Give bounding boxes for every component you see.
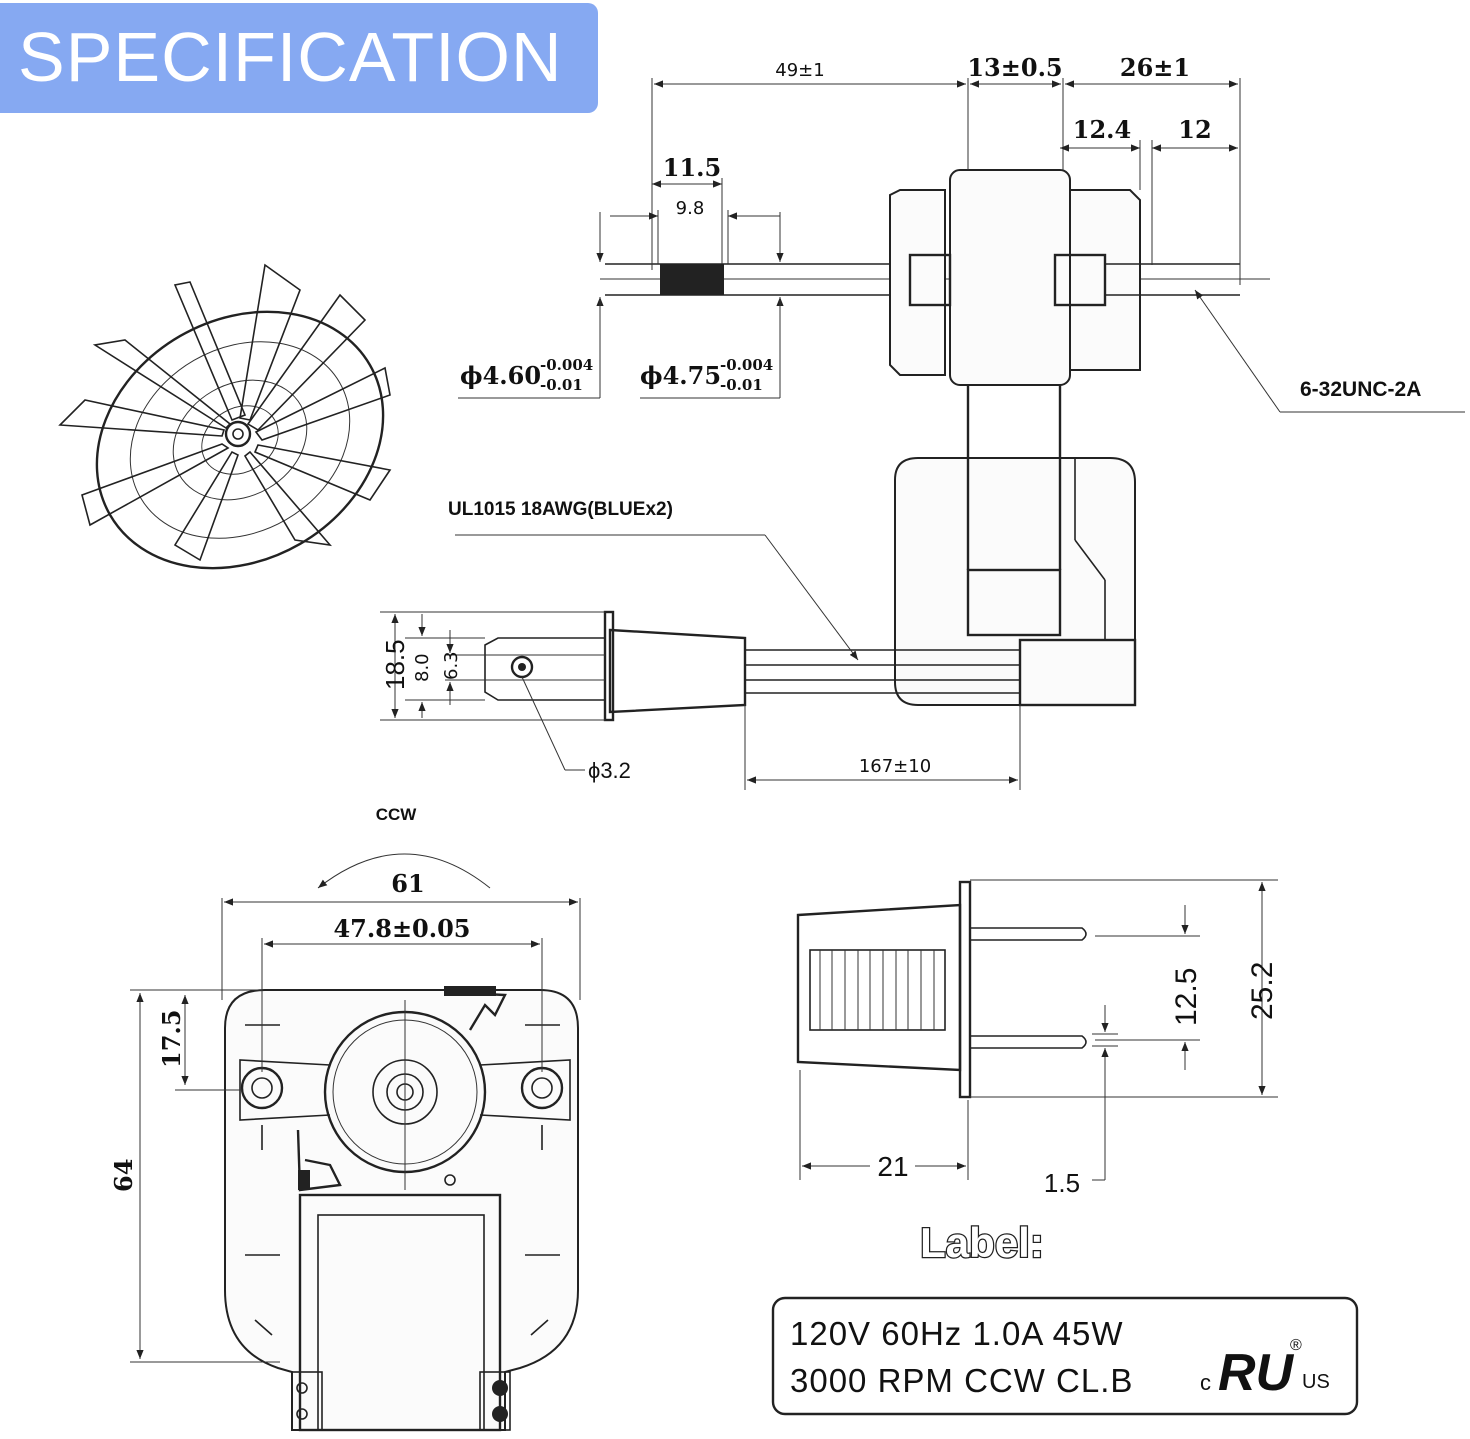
banner-title: SPECIFICATION: [18, 18, 563, 96]
shaft-diameter-b-tol-upper: -0.004: [720, 356, 773, 374]
svg-text:c: c: [1200, 1370, 1211, 1395]
plug-side-view: [796, 880, 1087, 1099]
dim-terminal-mid: 8.0: [412, 653, 433, 682]
dim-rear-boss: 12.4: [1073, 115, 1131, 144]
label-line-2: 3000 RPM CCW CL.B: [790, 1362, 1133, 1399]
dim-rear-thread: 12: [1178, 115, 1211, 144]
dim-pin-thickness: 1.5: [1044, 1168, 1080, 1198]
dim-rear: 26±1: [1120, 53, 1190, 82]
motor-front-view: [224, 853, 579, 1432]
shaft-diameter-b: ϕ4.75: [640, 361, 721, 390]
ul-recognized-mark: c RU US ®: [1200, 1337, 1330, 1402]
dim-knurl-length: 11.5: [663, 153, 721, 182]
front-view-dimensions: [130, 898, 581, 1363]
dim-front-height: 64: [109, 1159, 138, 1192]
shaft-diameter-a: ϕ4.60: [460, 361, 541, 390]
svg-text:RU: RU: [1218, 1344, 1295, 1402]
dim-hole-height: 17.5: [157, 1010, 186, 1068]
label-line-1: 120V 60Hz 1.0A 45W: [790, 1315, 1124, 1352]
dim-terminal-total: 18.5: [380, 639, 410, 690]
knurled-shaft-section: [660, 264, 724, 295]
wire-spec: UL1015 18AWG(BLUEx2): [448, 499, 673, 520]
dim-plug-height: 25.2: [1246, 962, 1279, 1020]
wire-length: 167±10: [859, 756, 931, 777]
thread-spec: 6-32UNC-2A: [1300, 378, 1421, 401]
terminal-hole-diameter: ϕ3.2: [588, 758, 631, 783]
label-box: [771, 1296, 1359, 1416]
specification-banner: SPECIFICATION: [0, 3, 598, 113]
svg-text:US: US: [1302, 1371, 1330, 1393]
motor-side-view: [484, 169, 1270, 722]
fan-blade-illustration: [58, 263, 392, 570]
shaft-diameter-a-tol-lower: -0.01: [540, 376, 583, 394]
label-heading: Label:: [920, 1219, 1044, 1266]
dim-plug-body-length: 21: [877, 1151, 908, 1182]
dim-body-width: 13±0.5: [967, 53, 1062, 82]
dim-knurl-inner: 9.8: [676, 198, 705, 219]
dim-front-width: 61: [391, 869, 424, 898]
plug-dimensions: [799, 879, 1278, 1181]
rotation-direction: CCW: [376, 805, 418, 824]
dim-hole-spacing: 47.8±0.05: [333, 914, 470, 943]
terminal-dimensions: [380, 611, 1021, 790]
side-view-dimensions: [455, 78, 1465, 661]
dim-terminal-inner: 6.3: [441, 651, 462, 680]
shaft-diameter-a-tol-upper: -0.004: [540, 356, 593, 374]
svg-text:®: ®: [1290, 1337, 1302, 1354]
shaft-diameter-b-tol-lower: -0.01: [720, 376, 763, 394]
dim-pin-spacing: 12.5: [1170, 968, 1203, 1026]
dim-shaft-length: 49±1: [775, 60, 824, 81]
